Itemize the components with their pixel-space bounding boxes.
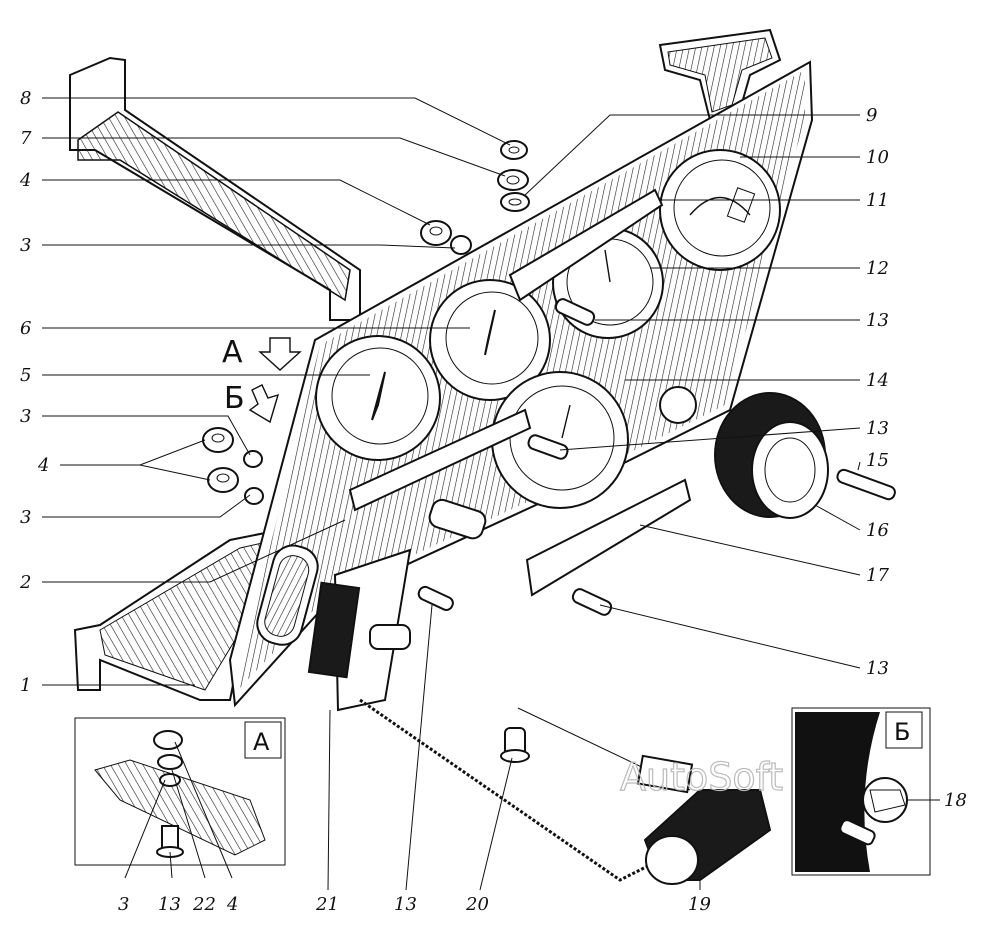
part-label: 3 [20, 406, 31, 427]
part-label: 8 [20, 88, 31, 109]
upper-right-bracket [658, 28, 782, 122]
screw-20 [500, 727, 530, 763]
washer-8 [500, 140, 528, 160]
part-label: 16 [866, 520, 889, 541]
nut-4-left-b [207, 467, 239, 493]
part-label: 4 [37, 455, 49, 476]
washer-9 [500, 192, 530, 212]
washer-3-left-a [243, 450, 263, 468]
part-label: 13 [158, 894, 181, 915]
part-label: 17 [866, 565, 889, 586]
strip-11 [508, 188, 664, 302]
part-label: 14 [866, 370, 889, 391]
part-label: 22 [192, 894, 216, 915]
nut-4-left-a [202, 427, 234, 453]
part-label: 4 [19, 170, 31, 191]
part-label: 5 [20, 365, 31, 386]
washer-3-upper [450, 235, 472, 255]
screw-13-switch [417, 585, 454, 611]
view-label-a: А [222, 335, 243, 370]
upper-left-bracket [69, 56, 361, 321]
part-label: 13 [866, 418, 889, 439]
view-arrow-a [258, 337, 302, 371]
part-label: 9 [866, 105, 877, 126]
gauge-14 [491, 371, 629, 509]
part-label: 19 [688, 894, 711, 915]
part-label: 6 [20, 318, 31, 339]
part-label: 3 [20, 235, 31, 256]
view-label-b: Б [224, 381, 245, 416]
watermark: AutoSoft [620, 755, 783, 799]
view-arrow-b [248, 384, 280, 424]
part-label: 2 [19, 572, 31, 593]
part-label: 4 [226, 894, 238, 915]
part-label: 3 [20, 507, 31, 528]
part-labels: 8 7 4 3 6 5 3 4 3 2 1 9 10 11 12 13 14 1… [19, 88, 967, 915]
part-label: 1 [20, 675, 31, 696]
part-label: 21 [315, 894, 339, 915]
part-label: 11 [866, 190, 889, 211]
washer-3-left-b [244, 487, 264, 505]
switch-21 [307, 498, 487, 712]
plate-17 [525, 478, 692, 597]
part-label: 3 [118, 894, 129, 915]
connector-19 [517, 707, 772, 885]
part-label: 18 [944, 790, 967, 811]
part-label: 12 [866, 258, 889, 279]
gauge-10 [659, 149, 781, 271]
part-label: 20 [465, 894, 489, 915]
part-label: 13 [866, 310, 889, 331]
inset-a [74, 717, 286, 879]
inset-a-label: А [253, 728, 270, 756]
screw-13-upper [554, 298, 596, 326]
nut-4-upper [420, 220, 452, 246]
strip-2 [348, 408, 532, 512]
part-label: 15 [866, 450, 889, 471]
screw-13-lower [571, 588, 613, 616]
knob-16 [714, 392, 829, 519]
part-label: 10 [866, 147, 889, 168]
inset-b-label: Б [894, 718, 910, 746]
part-label: 13 [866, 658, 889, 679]
leader-lines [42, 97, 940, 891]
nut-7 [497, 169, 529, 191]
screw-13-mid [527, 434, 569, 460]
gauge-5 [315, 335, 441, 461]
part-label: 7 [20, 128, 32, 149]
gauge-6 [429, 279, 551, 401]
inset-b [791, 707, 931, 876]
part-label: 13 [394, 894, 417, 915]
screw-15 [836, 468, 896, 501]
